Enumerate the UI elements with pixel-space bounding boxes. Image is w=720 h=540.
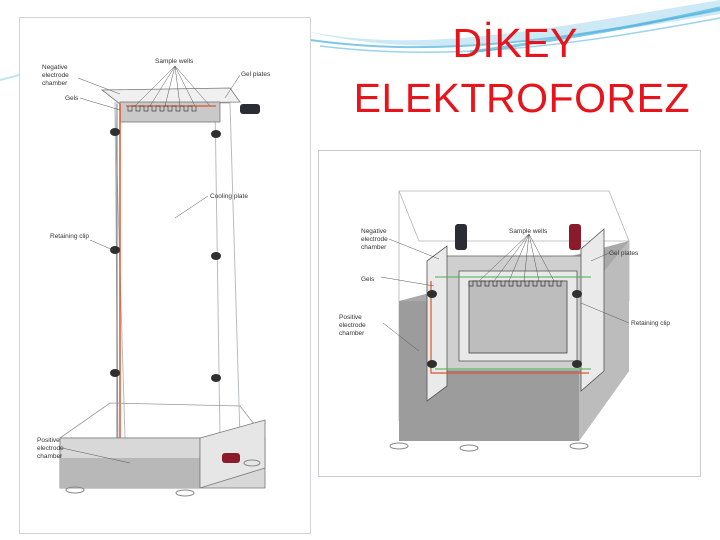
label-negative-chamber-2: electrode (42, 72, 69, 79)
label-positive-chamber-3: chamber (339, 330, 365, 337)
label-retaining-clip: Retaining clip (50, 233, 89, 240)
left-diagram-labels: Sample wells Negative electrode chamber … (37, 58, 271, 460)
slide-title-line2: ELEKTROFOREZ (353, 75, 690, 121)
right-diagram-labels: Sample wells Negative electrode chamber … (339, 228, 670, 337)
label-negative-chamber-1: Negative (361, 228, 387, 235)
sample-wells-comb (468, 280, 563, 287)
negative-electrode (455, 224, 467, 250)
positive-electrode-connector (222, 453, 240, 463)
vertical-apparatus-side-diagram (58, 65, 266, 497)
label-gel-plates: Gel plates (609, 250, 639, 257)
retaining-clip (572, 360, 582, 368)
label-cooling-plate: Cooling plate (210, 193, 248, 200)
retaining-clip (110, 246, 120, 254)
label-sample-wells: Sample wells (155, 58, 194, 65)
label-gels: Gels (65, 95, 79, 102)
retaining-clip (110, 369, 120, 377)
label-gel-plates: Gel plates (241, 71, 271, 78)
retaining-clip (211, 130, 221, 138)
right-diagram-panel: Sample wells Negative electrode chamber … (318, 150, 701, 477)
retaining-clip (427, 360, 437, 368)
label-positive-chamber-2: electrode (339, 322, 366, 329)
retaining-clip (572, 290, 582, 298)
retaining-clip (211, 252, 221, 260)
label-negative-chamber-2: electrode (361, 236, 388, 243)
retaining-clip (211, 374, 221, 382)
retaining-clip (427, 290, 437, 298)
label-gels: Gels (361, 276, 375, 283)
label-retaining-clip: Retaining clip (631, 320, 670, 327)
left-diagram-panel: Sample wells Negative electrode chamber … (19, 17, 311, 534)
retaining-clip (110, 128, 120, 136)
negative-electrode-connector (240, 104, 260, 114)
slide-title-line1: DİKEY (452, 20, 578, 66)
negative-chamber-top (100, 87, 241, 105)
positive-electrode (569, 224, 581, 250)
label-positive-chamber-2: electrode (37, 445, 64, 452)
label-positive-chamber-3: chamber (37, 453, 63, 460)
label-positive-chamber-1: Positive (339, 314, 362, 321)
label-negative-chamber-3: chamber (361, 244, 387, 251)
vertical-apparatus-3d-diagram (380, 190, 630, 452)
label-negative-chamber-3: chamber (42, 80, 68, 87)
label-positive-chamber-1: Positive (37, 437, 60, 444)
label-negative-chamber-1: Negative (42, 64, 68, 71)
label-sample-wells: Sample wells (509, 228, 548, 235)
gel-line (430, 281, 589, 374)
